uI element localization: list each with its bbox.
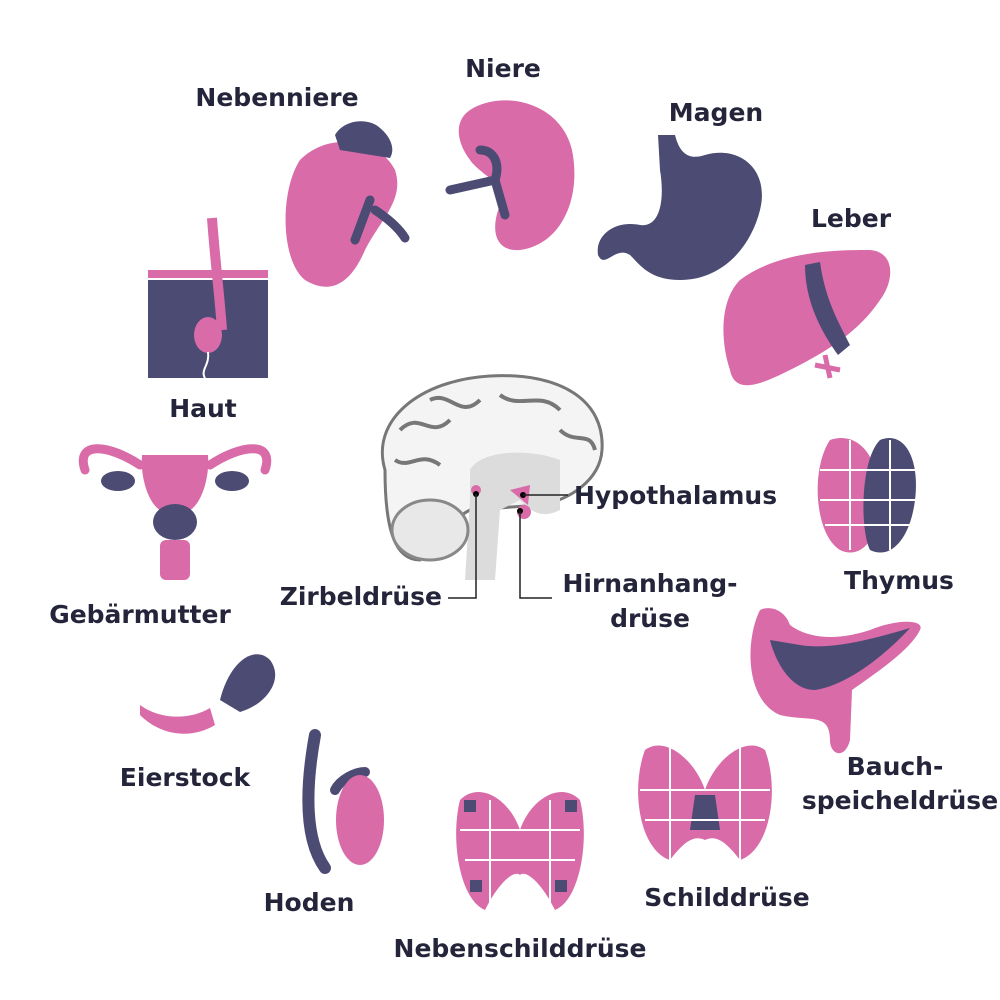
brain-icon [380,374,604,599]
label-bauch-1: Bauch- [847,752,944,781]
thyroid-icon [638,745,772,860]
stomach-icon [597,135,762,280]
label-eierstock: Eierstock [120,763,252,792]
liver-icon [723,250,891,386]
label-thymus: Thymus [844,566,954,595]
label-hirnanhang-2: drüse [610,604,690,633]
label-hypothalamus: Hypothalamus [574,481,777,510]
label-schilddruese: Schilddrüse [644,883,810,912]
label-hoden: Hoden [264,888,355,917]
adrenal-gland-icon [285,121,410,287]
label-haut: Haut [169,394,237,423]
thymus-icon [817,438,916,553]
label-niere: Niere [465,54,541,83]
label-nebenschilddruese: Nebenschilddrüse [394,934,647,963]
label-magen: Magen [669,98,763,127]
label-bauch-2: speicheldrüse [802,786,998,815]
label-gebaermutter: Gebärmutter [49,600,231,629]
kidney-icon [445,100,575,251]
label-hirnanhang-1: Hirnanhang- [562,569,737,598]
label-nebenniere: Nebenniere [195,83,358,112]
ovary-icon [140,654,276,734]
pancreas-icon [750,608,921,754]
skin-icon [148,217,268,379]
uterus-icon [78,444,272,580]
parathyroid-icon [456,791,584,910]
testis-icon [302,729,384,874]
label-leber: Leber [811,204,892,233]
label-zirbeldruese: Zirbeldrüse [280,582,442,611]
